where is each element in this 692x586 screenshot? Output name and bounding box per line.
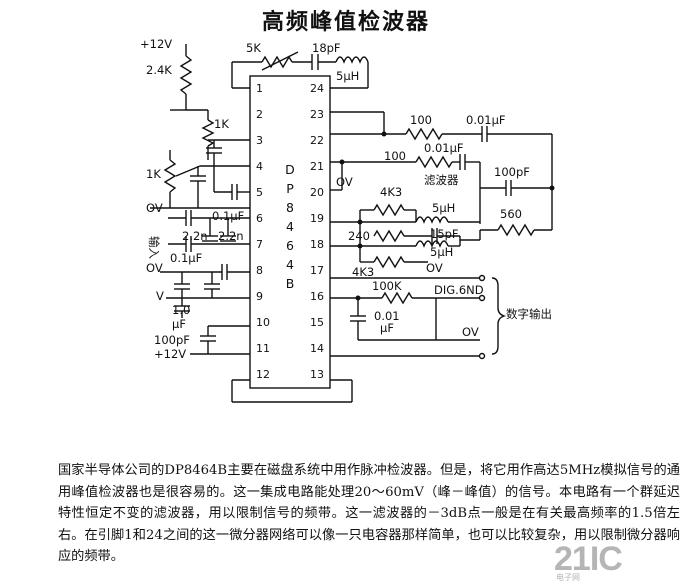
label-r-4k3-a: 4K3 xyxy=(380,185,402,199)
label-r-100k: 100K xyxy=(372,279,402,293)
pin-label-left: 12 xyxy=(256,368,270,381)
pin-label-right: 16 xyxy=(310,290,324,303)
label-ov-1: OV xyxy=(146,201,163,215)
label-r-1k-b: 1K xyxy=(146,167,161,181)
pin-label-right: 15 xyxy=(310,316,324,329)
label-r-240: 240 xyxy=(348,229,370,243)
pin-label-right: 20 xyxy=(310,186,324,199)
label-c-1uf-unit: μF xyxy=(172,317,186,331)
watermark-subtext: 电子网 xyxy=(556,573,580,582)
label-digital-out: 数字输出 xyxy=(506,307,552,321)
pin-label-left: 6 xyxy=(256,212,263,225)
pin-label-left: 3 xyxy=(256,134,263,147)
ic-letter: 4 xyxy=(286,257,294,272)
label-c-22n-a: 2.2n xyxy=(182,229,208,243)
label-l-5uh-b: 5μH xyxy=(430,245,453,259)
pin-label-right: 23 xyxy=(310,108,324,121)
label-r-4k3-b: 4K3 xyxy=(352,265,374,279)
pin-label-right: 22 xyxy=(310,134,324,147)
label-c-100pf-left: 100pF xyxy=(154,333,190,347)
resistor-100-b xyxy=(415,155,453,169)
label-ov-4: OV xyxy=(426,261,443,275)
label-c-18pf: 18pF xyxy=(312,41,341,55)
label-ov-2: OV xyxy=(146,261,163,275)
label-vcc-bot: +12V xyxy=(154,347,186,361)
label-l-5uh-top: 5μH xyxy=(336,69,359,83)
label-r-2k4: 2.4K xyxy=(146,63,172,77)
resistor-100-a xyxy=(405,127,443,141)
pin-label-left: 8 xyxy=(256,264,263,277)
label-r-100-b: 100 xyxy=(384,149,406,163)
ic-body xyxy=(249,75,331,389)
pin-label-left: 7 xyxy=(256,238,263,251)
label-c-001uf-a: 0.01μF xyxy=(466,113,506,127)
label-c-100pf-right: 100pF xyxy=(494,165,530,179)
label-c-22n-b: 2.2n xyxy=(218,229,244,243)
resistor-100k xyxy=(381,291,413,305)
pin-label-right: 13 xyxy=(310,368,324,381)
ic-letter: 8 xyxy=(286,200,294,215)
ic-letter: D xyxy=(285,162,295,177)
label-ov-5: OV xyxy=(462,325,479,339)
label-c-001uf-b: 0.01μF xyxy=(424,141,464,155)
pin-label-right: 19 xyxy=(310,212,324,225)
label-input: 输入 xyxy=(147,236,161,259)
label-l-5uh-a: 5μH xyxy=(432,201,455,215)
inductor-5uh-a xyxy=(415,216,449,224)
resistor-560 xyxy=(497,223,535,237)
output-brace xyxy=(491,277,507,355)
label-vcc-top: +12V xyxy=(140,37,172,51)
description-text: 国家半导体公司的DP8464B主要在磁盘系统中用作脉冲检波器。但是，将它用作高达… xyxy=(58,463,680,564)
ic-letter: 6 xyxy=(286,238,294,253)
label-c-01uf-a: 0.1μF xyxy=(212,209,244,223)
resistor-4k3-b xyxy=(373,255,405,269)
watermark-logo: 21IC 电子网 xyxy=(548,540,688,584)
pin-label-left: 10 xyxy=(256,316,270,329)
label-c-01uf-b: 0.1μF xyxy=(170,251,202,265)
label-c-001uf-c-unit: μF xyxy=(380,321,394,335)
label-r-5k: 5K xyxy=(246,41,261,55)
watermark-text: 21IC xyxy=(554,540,623,578)
resistor-2k4 xyxy=(179,55,193,95)
resistor-1k-a xyxy=(201,119,215,147)
label-c-1uf: 1.0 xyxy=(172,303,190,317)
label-v: V xyxy=(156,289,164,303)
pin-label-right: 14 xyxy=(310,342,324,355)
pin-label-left: 11 xyxy=(256,342,270,355)
ic-right-pins: 24 23 22 21 20 19 18 17 16 15 14 13 xyxy=(310,82,324,381)
ic-letter: 4 xyxy=(286,219,294,234)
pin-label-left: 9 xyxy=(256,290,263,303)
resistor-240 xyxy=(373,229,405,243)
pin-label-left: 5 xyxy=(256,186,263,199)
label-c-001uf-c: 0.01 xyxy=(374,309,400,323)
diagram-title: 高频峰值检波器 xyxy=(261,10,430,35)
pin-label-left: 2 xyxy=(256,108,263,121)
pin-label-left: 1 xyxy=(256,82,263,95)
resistor-4k3-a xyxy=(373,203,405,217)
pin-label-right: 24 xyxy=(310,82,324,95)
ic-letter: B xyxy=(286,276,295,291)
label-c-15pf: 15pF xyxy=(430,227,459,241)
pin-label-right: 18 xyxy=(310,238,324,251)
pin-label-right: 17 xyxy=(310,264,324,277)
pin-label-left: 4 xyxy=(256,160,263,173)
inductor-5uh-top xyxy=(335,56,369,64)
description: 国家半导体公司的DP8464B主要在磁盘系统中用作脉冲检波器。但是，将它用作高达… xyxy=(58,460,680,568)
label-r-100-a: 100 xyxy=(410,113,432,127)
label-ov-3: OV xyxy=(336,175,353,189)
label-filter: 滤波器 xyxy=(424,173,459,187)
resistor-1k-b xyxy=(163,159,177,193)
label-r-1k-a: 1K xyxy=(214,117,229,131)
ic-letter: P xyxy=(286,181,294,196)
label-dig-gnd: DIG.6ND xyxy=(434,283,484,297)
ic-part-number: DP 8 4 6 4B xyxy=(285,162,295,291)
label-r-560: 560 xyxy=(500,207,522,221)
inductor-5uh-b xyxy=(415,240,449,248)
pin-label-right: 21 xyxy=(310,160,324,173)
